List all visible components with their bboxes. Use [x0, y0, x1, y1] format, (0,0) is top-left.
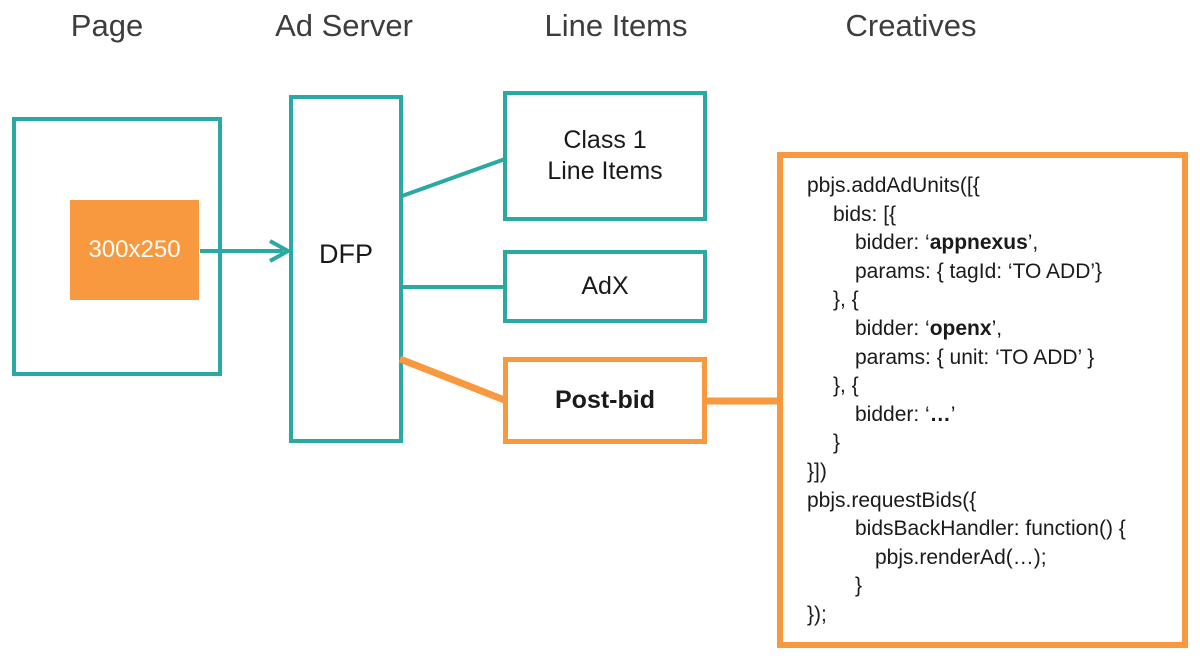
column-header-page: Page — [70, 8, 144, 43]
code-line-1: bids: [{ — [833, 202, 897, 226]
code-line-15: }); — [807, 602, 827, 626]
creatives-code-box: pbjs.addAdUnits([{ bids: [{ bidder: ‘appne… — [777, 152, 1188, 648]
code-line-14: } — [855, 574, 863, 598]
arrowhead-adslot-to-dfp — [269, 239, 293, 263]
class1-label-line1: Class 1 — [563, 126, 647, 154]
column-header-ad-server: Ad Server — [275, 8, 413, 43]
dfp-box: DFP — [289, 95, 403, 443]
adx-box: AdX — [503, 250, 707, 323]
code-line-3: params: { tagId: ‘TO ADD’} — [855, 259, 1103, 283]
code-line-9: } — [833, 431, 841, 455]
class1-label-line2: Line Items — [547, 157, 663, 185]
post-bid-label: Post-bid — [555, 386, 655, 414]
dfp-label: DFP — [319, 238, 373, 269]
code-line-6: params: { unit: ‘TO ADD’ } — [855, 345, 1095, 369]
class1-label: Class 1 Line Items — [547, 125, 662, 187]
code-line-11: pbjs.requestBids({ — [807, 488, 977, 512]
column-header-line-items: Line Items — [544, 8, 688, 43]
connector-dfp-to-postbid — [398, 355, 509, 405]
code-line-13: pbjs.renderAd(…); — [875, 545, 1047, 569]
code-line-5: bidder: ‘openx’, — [855, 316, 1003, 340]
column-header-creatives: Creatives — [845, 8, 977, 43]
ad-slot-300x250: 300x250 — [70, 200, 199, 300]
code-line-4: }, { — [833, 288, 859, 312]
connector-dfp-to-class1 — [401, 157, 506, 198]
ad-slot-label: 300x250 — [88, 236, 181, 263]
code-line-0: pbjs.addAdUnits([{ — [807, 174, 980, 197]
code-line-7: }, { — [833, 374, 859, 398]
code-lines: pbjs.addAdUnits([{ bids: [{ bidder: ‘appne… — [807, 172, 1172, 630]
class1-line-items-box: Class 1 Line Items — [503, 91, 707, 221]
adx-label: AdX — [581, 272, 629, 300]
code-line-8: bidder: ‘…’ — [855, 402, 956, 426]
post-bid-box: Post-bid — [503, 357, 707, 444]
code-line-2: bidder: ‘appnexus’, — [855, 231, 1039, 255]
code-line-10: }]) — [807, 459, 827, 483]
code-line-12: bidsBackHandler: function() { — [855, 517, 1126, 541]
